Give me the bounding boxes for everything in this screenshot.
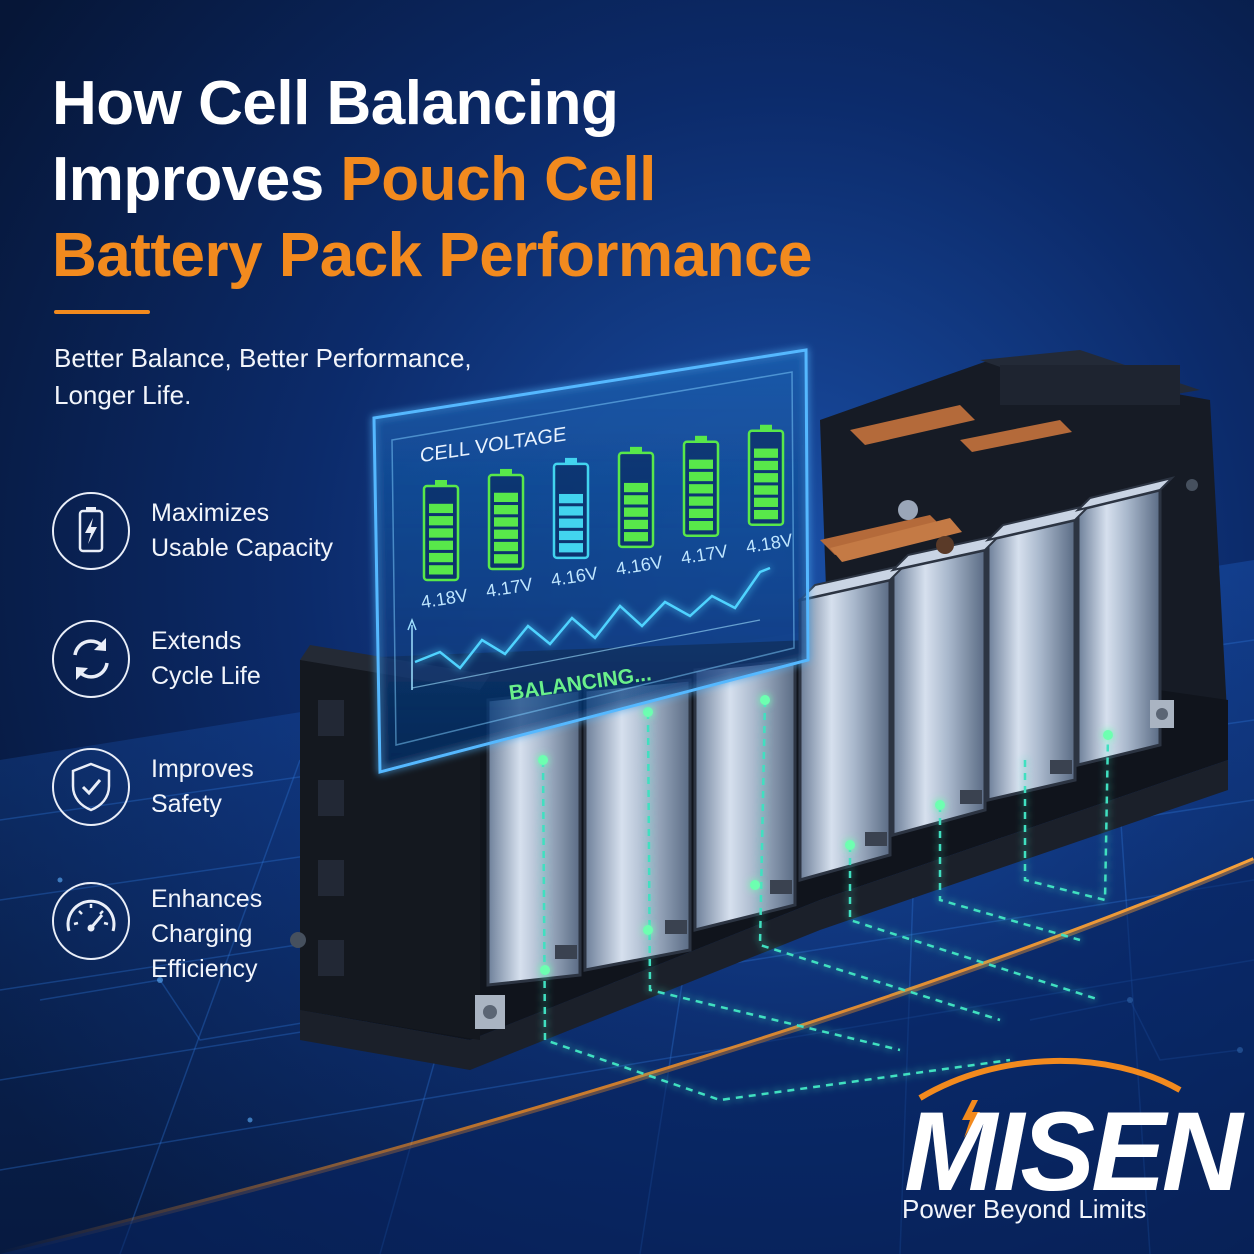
cell-bar: [682, 435, 720, 538]
feature-usable-capacity: Maximizes Usable Capacity: [52, 492, 382, 576]
feature-line: Extends: [151, 627, 242, 655]
cell-level-segment: [754, 473, 778, 483]
logo-swoosh: [918, 1057, 1182, 1138]
cell-level-segment: [624, 495, 648, 505]
cell-bar: [552, 457, 590, 560]
feature-label: Enhances Charging Efficiency: [151, 882, 381, 987]
cell-bar-cap: [695, 435, 707, 442]
subtitle: Better Balance, Better Performance, Long…: [54, 340, 534, 414]
brand-name: MISEN: [904, 1089, 1243, 1214]
cell-level-segment: [429, 565, 453, 575]
subtitle-line1: Better Balance, Better Performance,: [54, 343, 472, 373]
cell-level-segment: [494, 529, 518, 539]
cell-level-segment: [559, 530, 583, 541]
cell-level-segment: [754, 485, 778, 495]
cell-level-segment: [429, 540, 453, 550]
feature-line: Usable Capacity: [151, 534, 334, 562]
cell-level-segment: [624, 532, 648, 542]
cell-level-segment: [624, 482, 648, 493]
cell-bar-cap: [565, 457, 577, 464]
cell-level-segment: [754, 448, 778, 458]
subtitle-line2: Longer Life.: [54, 380, 192, 410]
feature-charging-efficiency: Enhances Charging Efficiency: [52, 878, 382, 988]
cell-level-segment: [559, 493, 583, 504]
cell-battery-bars: [422, 424, 785, 582]
cell-level-segment: [689, 521, 713, 531]
cell-bar: [747, 424, 785, 526]
feature-line: Maximizes: [151, 499, 270, 527]
feature-line: Charging: [151, 920, 253, 948]
cycle-arrows-icon: [52, 620, 130, 698]
cell-level-segment: [494, 554, 518, 564]
cell-level-segment: [754, 460, 778, 471]
battery-pack: [290, 350, 1228, 1070]
cell-level-segment: [559, 506, 583, 516]
feature-line: Improves: [151, 755, 254, 783]
cell-level-segment: [429, 552, 453, 563]
cell-level-segment: [754, 509, 778, 520]
feature-line: Cycle Life: [151, 662, 261, 690]
headline: How Cell Balancing Improves Pouch Cell B…: [52, 66, 952, 294]
battery-bolt-icon: [52, 492, 130, 570]
cell-level-segment: [429, 516, 453, 526]
cell-level-segment: [689, 459, 713, 469]
headline-line3: Battery Pack Performance: [52, 221, 812, 290]
headline-line1: How Cell Balancing: [52, 69, 619, 138]
cell-bar-cap: [435, 480, 447, 486]
cell-level-segment: [689, 508, 713, 519]
feature-line: Safety: [151, 790, 222, 818]
speedometer-icon: [52, 882, 130, 960]
cell-level-segment: [494, 517, 518, 527]
cell-level-segment: [559, 543, 583, 553]
feature-label: Extends Cycle Life: [151, 624, 381, 694]
cell-bar-cap: [630, 446, 642, 453]
feature-line: Enhances: [151, 885, 263, 913]
cell-level-segment: [624, 507, 648, 517]
shield-check-icon: [52, 748, 130, 826]
feature-cycle-life: Extends Cycle Life: [52, 620, 382, 704]
headline-line2-white: Improves: [52, 145, 341, 214]
brand-logo: MISEN Power Beyond Limits: [880, 1050, 1243, 1230]
feature-label: Improves Safety: [151, 752, 381, 822]
cell-level-segment: [689, 496, 713, 506]
feature-safety: Improves Safety: [52, 748, 382, 832]
cell-level-segment: [689, 484, 713, 494]
cell-level-segment: [624, 519, 648, 530]
cell-level-segment: [429, 503, 453, 514]
cell-level-segment: [689, 471, 713, 482]
cell-bar: [487, 468, 525, 571]
brand-tagline: Power Beyond Limits: [902, 1194, 1147, 1224]
cell-level-segment: [494, 505, 518, 515]
cell-level-segment: [429, 528, 453, 538]
cell-level-segment: [559, 518, 583, 528]
headline-line2-orange: Pouch Cell: [340, 145, 656, 214]
cell-bar: [422, 480, 460, 582]
headline-divider: [54, 310, 150, 314]
cell-bar-cap: [500, 468, 512, 475]
cell-bar: [617, 446, 655, 549]
cell-level-segment: [494, 541, 518, 552]
feature-label: Maximizes Usable Capacity: [151, 496, 381, 566]
cell-level-segment: [494, 492, 518, 503]
feature-line: Efficiency: [151, 955, 258, 983]
cell-bar-cap: [760, 424, 772, 431]
cell-level-segment: [754, 497, 778, 507]
